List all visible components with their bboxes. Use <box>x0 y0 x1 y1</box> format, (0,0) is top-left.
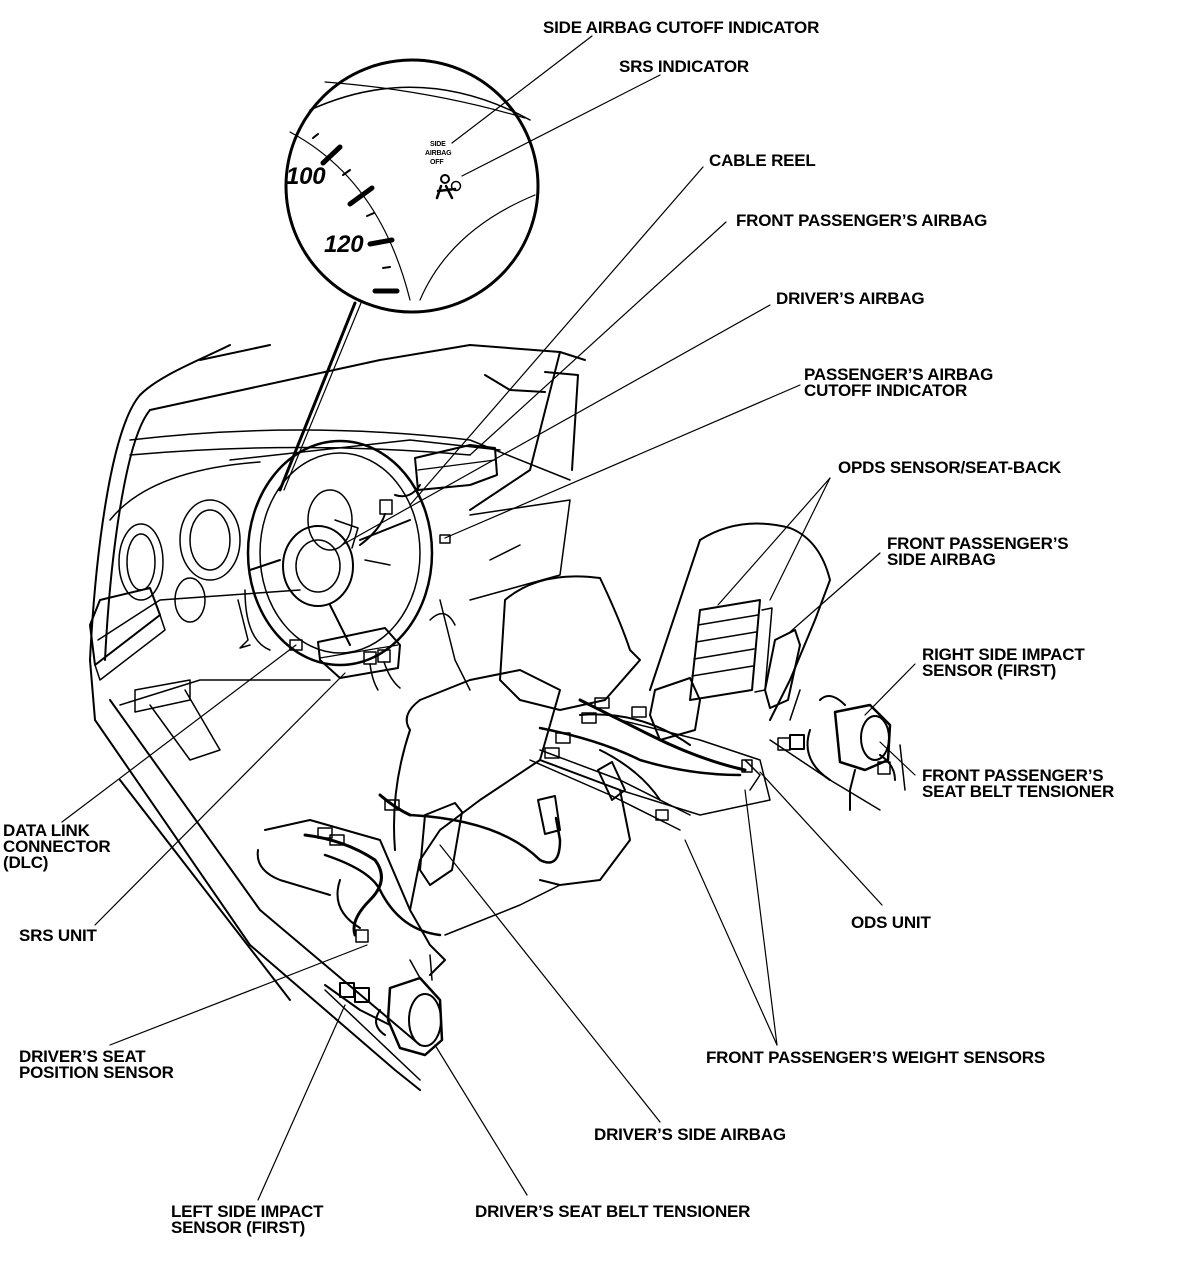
label-opds-sensor: OPDS SENSOR/SEAT-BACK <box>838 458 1062 477</box>
srs-indicator-icon <box>435 174 462 200</box>
label-drivers-seat-position-1: DRIVER’S SEAT <box>19 1047 146 1066</box>
label-ods-unit: ODS UNIT <box>851 913 931 932</box>
steering-wheel <box>244 439 434 667</box>
side-airbag-off-text-3: OFF <box>430 159 444 166</box>
label-front-passengers-side-airbag-2: SIDE AIRBAG <box>887 550 996 569</box>
label-passengers-airbag-cutoff-2: CUTOFF INDICATOR <box>804 381 968 400</box>
label-front-passengers-weight-sensors: FRONT PASSENGER’S WEIGHT SENSORS <box>706 1048 1045 1067</box>
label-srs-indicator: SRS INDICATOR <box>619 57 749 76</box>
passenger-seat <box>499 522 831 831</box>
dashboard-outline <box>89 429 571 761</box>
passenger-airbag-module <box>359 444 498 546</box>
drivers-seat <box>256 669 631 976</box>
label-right-side-impact-1: RIGHT SIDE IMPACT <box>922 645 1085 664</box>
srs-unit-module <box>237 599 401 691</box>
label-drivers-side-airbag: DRIVER’S SIDE AIRBAG <box>594 1125 786 1144</box>
label-drivers-seat-position-2: POSITION SENSOR <box>19 1063 174 1082</box>
label-dlc-2: CONNECTOR <box>3 837 111 856</box>
driver-belt-tensioner-assembly <box>324 954 444 1081</box>
car-body-outline <box>89 344 586 1091</box>
label-drivers-airbag: DRIVER’S AIRBAG <box>776 289 925 308</box>
label-front-passengers-belt-1: FRONT PASSENGER’S <box>922 766 1104 785</box>
label-front-passengers-belt-2: SEAT BELT TENSIONER <box>922 782 1115 801</box>
label-cable-reel: CABLE REEL <box>709 151 816 170</box>
label-dlc-1: DATA LINK <box>3 821 90 840</box>
side-airbag-off-text-1: SIDE <box>430 141 446 148</box>
label-front-passengers-airbag: FRONT PASSENGER’S AIRBAG <box>736 211 988 230</box>
gauge-speed-120: 120 <box>324 231 364 258</box>
label-drivers-seat-belt-tensioner: DRIVER’S SEAT BELT TENSIONER <box>475 1202 751 1221</box>
gauge-speed-100: 100 <box>286 163 326 190</box>
gauge-magnifier <box>284 58 540 314</box>
label-side-airbag-cutoff-indicator: SIDE AIRBAG CUTOFF INDICATOR <box>543 18 820 37</box>
label-right-side-impact-2: SENSOR (FIRST) <box>922 661 1057 680</box>
right-belt-tensioner-assembly <box>769 689 906 811</box>
label-left-side-impact-1: LEFT SIDE IMPACT <box>171 1202 324 1221</box>
label-front-passengers-side-airbag-1: FRONT PASSENGER’S <box>887 534 1069 553</box>
label-dlc-3: (DLC) <box>3 853 49 872</box>
label-left-side-impact-2: SENSOR (FIRST) <box>171 1218 306 1237</box>
side-airbag-off-text-2: AIRBAG <box>425 150 452 157</box>
label-passengers-airbag-cutoff-1: PASSENGER’S AIRBAG <box>804 365 994 384</box>
label-srs-unit: SRS UNIT <box>19 926 97 945</box>
